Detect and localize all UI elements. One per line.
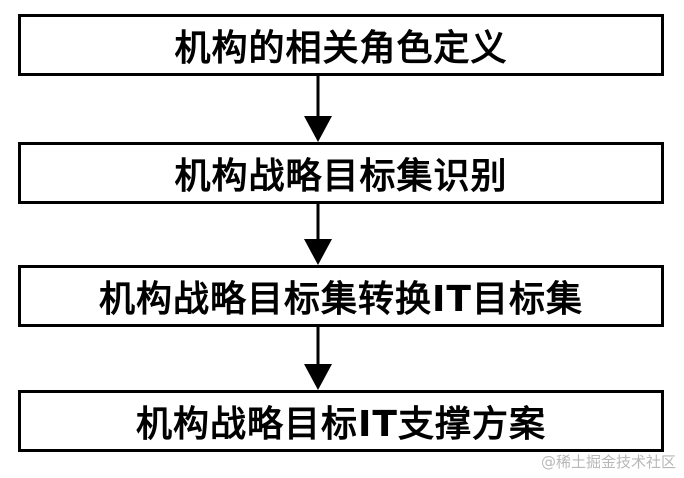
step-box-1: 机构的相关角色定义: [18, 14, 664, 76]
step-box-3: 机构战略目标集转换IT目标集: [18, 265, 664, 327]
step-label-3: 机构战略目标集转换IT目标集: [99, 279, 583, 320]
watermark: @稀土掘金技术社区: [540, 453, 676, 471]
step-box-2: 机构战略目标集识别: [18, 142, 664, 204]
arrow-down-icon: [304, 327, 332, 390]
step-label-2: 机构战略目标集识别: [174, 156, 508, 197]
step-label-1: 机构的相关角色定义: [174, 28, 508, 69]
arrow-down-icon: [304, 204, 332, 265]
step-label-4: 机构战略目标IT支撑方案: [136, 404, 546, 445]
step-box-4: 机构战略目标IT支撑方案: [18, 390, 664, 452]
arrow-down-icon: [304, 76, 332, 142]
